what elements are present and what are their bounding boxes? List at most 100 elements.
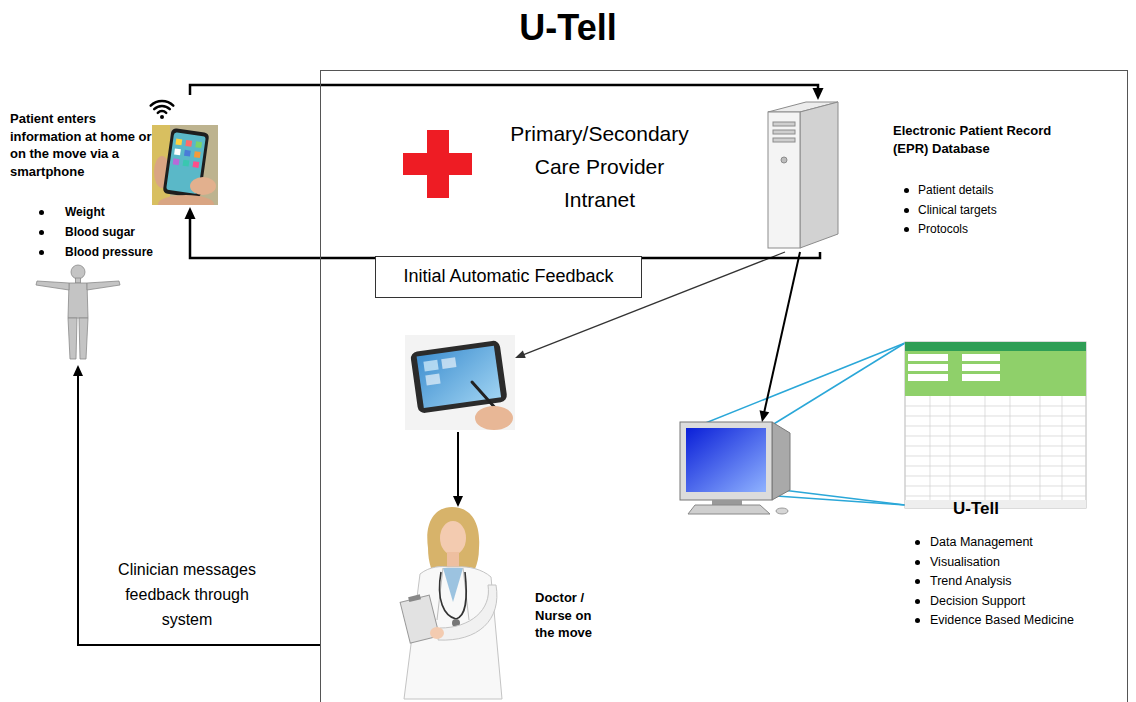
bullet-item: Visualisation bbox=[930, 554, 1000, 570]
monitor-side bbox=[772, 422, 790, 500]
node-text: Primary/Secondary Care Provider Intranet bbox=[502, 117, 697, 216]
bullet-item: Weight bbox=[65, 204, 105, 220]
monitor-neck bbox=[712, 500, 742, 505]
lapel bbox=[437, 568, 469, 620]
screen-tile bbox=[423, 360, 438, 372]
figure-head bbox=[71, 265, 85, 279]
server-front bbox=[768, 112, 800, 248]
edge-label: Initial Automatic Feedback bbox=[375, 256, 642, 298]
connector bbox=[764, 252, 800, 413]
bullet-item: Clinical targets bbox=[918, 203, 997, 218]
grid-line bbox=[985, 396, 986, 500]
power-button bbox=[781, 157, 787, 163]
mouse bbox=[776, 508, 788, 514]
connector bbox=[190, 217, 820, 258]
u-tell-workstation: U-TellData ManagementVisualisationTrend … bbox=[670, 340, 1090, 635]
neck bbox=[447, 552, 459, 567]
bullet-dot bbox=[904, 227, 909, 232]
bullet-item: Blood pressure bbox=[65, 244, 153, 260]
tablet-to-clinician-arrow bbox=[453, 432, 463, 507]
sheet-header bbox=[905, 351, 1086, 396]
bullet-dot bbox=[39, 250, 44, 255]
figure-leg bbox=[68, 318, 77, 359]
edge-label: Clinician messages feedback through syst… bbox=[108, 557, 266, 632]
zoom-line bbox=[764, 343, 905, 430]
monitor-bezel bbox=[680, 422, 772, 500]
hand bbox=[430, 627, 444, 639]
server-tower bbox=[768, 102, 838, 248]
app-icon bbox=[193, 161, 200, 168]
bullet-dot bbox=[904, 188, 909, 193]
patient-smartphone: Patient enters information at home or on… bbox=[5, 95, 222, 207]
drive-slot bbox=[773, 122, 795, 126]
arrow-head bbox=[760, 410, 770, 422]
app-icon bbox=[195, 141, 202, 148]
figure-arm bbox=[87, 281, 120, 290]
bullet-dot bbox=[915, 599, 920, 604]
red-cross bbox=[403, 130, 472, 198]
node-text: Patient enters information at home or on… bbox=[10, 110, 152, 180]
grid-line bbox=[905, 426, 1086, 427]
bullet-dot bbox=[915, 618, 920, 623]
wifi-symbol bbox=[151, 101, 174, 119]
grid-line bbox=[905, 476, 1086, 477]
screen-tile bbox=[425, 374, 440, 386]
grid-line bbox=[905, 486, 1086, 487]
epr-database: Electronic Patient Record (EPR) Database… bbox=[765, 100, 1087, 252]
bullet-item: Evidence Based Medicine bbox=[930, 612, 1074, 628]
app-icon bbox=[173, 158, 180, 165]
clipboard-clip bbox=[408, 594, 421, 602]
thumb bbox=[190, 177, 216, 195]
wifi-arc bbox=[154, 106, 170, 109]
bullet-dot bbox=[915, 540, 920, 545]
doctor-figure bbox=[399, 507, 502, 699]
patient-figure-box: WeightBlood sugarBlood pressure bbox=[30, 200, 170, 365]
face bbox=[440, 521, 466, 555]
figure-leg bbox=[79, 318, 88, 359]
bullet-item: Blood sugar bbox=[65, 224, 135, 240]
grid-line bbox=[1062, 396, 1063, 500]
arrow-head bbox=[515, 351, 526, 358]
grid-line bbox=[1010, 396, 1011, 500]
figure-neck bbox=[76, 278, 81, 283]
bullet-item: Protocols bbox=[918, 222, 968, 237]
bullet-dot bbox=[39, 230, 44, 235]
grid-line bbox=[905, 496, 1086, 497]
stylus bbox=[472, 382, 497, 410]
figure-torso bbox=[68, 283, 88, 318]
bullet-item: Patient details bbox=[918, 183, 993, 198]
tablet-body bbox=[410, 340, 508, 414]
arrow-head bbox=[73, 365, 83, 376]
grid-line bbox=[905, 406, 1086, 407]
photo-background bbox=[405, 335, 515, 430]
server-side bbox=[800, 102, 838, 248]
bullet-dot bbox=[915, 579, 920, 584]
grid-line bbox=[1040, 396, 1041, 500]
grid-line bbox=[905, 436, 1086, 437]
node-text: U-Tell bbox=[953, 498, 999, 519]
header-cell bbox=[908, 364, 948, 371]
shirt bbox=[443, 568, 463, 602]
hand bbox=[475, 406, 513, 430]
monitor-screen bbox=[686, 428, 766, 492]
diagram-title: U-Tell bbox=[0, 6, 1136, 50]
care-provider-region: Primary/Secondary Care Provider Intranet… bbox=[320, 70, 1128, 702]
header-cell bbox=[962, 354, 1000, 361]
arrow-line bbox=[457, 432, 459, 498]
wifi-dot bbox=[160, 115, 164, 119]
wifi-arc bbox=[158, 111, 166, 113]
drive-slot bbox=[773, 138, 795, 142]
app-icon bbox=[184, 150, 191, 157]
wifi-arc bbox=[151, 101, 174, 106]
patient-figure bbox=[36, 265, 120, 359]
arrow-head bbox=[813, 88, 824, 100]
arm bbox=[438, 585, 497, 640]
bullet-dot bbox=[39, 210, 44, 215]
grid-line bbox=[905, 466, 1086, 467]
zoom-line bbox=[688, 343, 905, 430]
node-text: Doctor / Nurse on the move bbox=[535, 589, 613, 642]
screen-tile bbox=[441, 357, 456, 369]
bullet-item: Data Management bbox=[930, 534, 1033, 550]
header-cell bbox=[908, 374, 948, 381]
